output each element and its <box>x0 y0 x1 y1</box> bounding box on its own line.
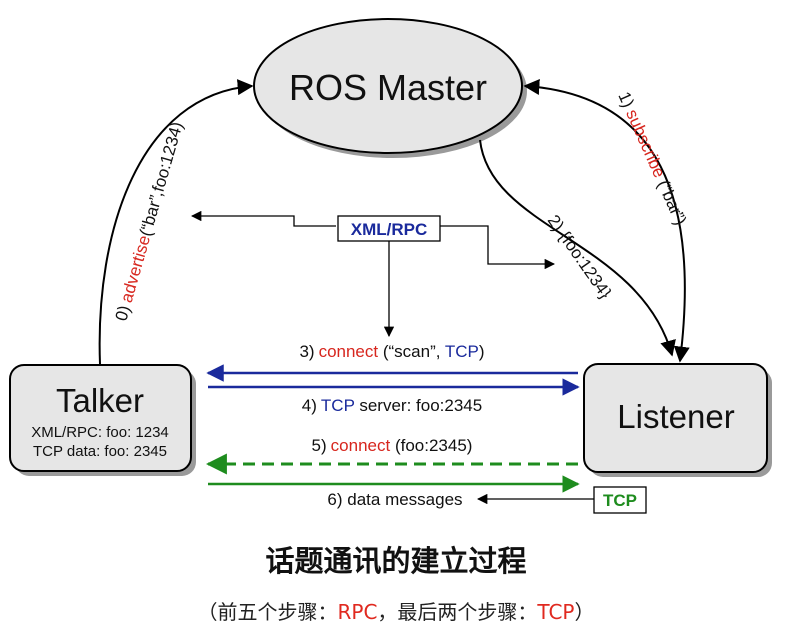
talker-node: Talker XML/RPC: foo: 1234 TCP data: foo:… <box>9 364 196 476</box>
data-messages-label: 6) data messages <box>327 490 462 509</box>
tcp-box-label: TCP <box>603 491 637 510</box>
listener-label: Listener <box>617 398 734 435</box>
diagram-title: 话题通讯的建立过程 <box>265 544 527 578</box>
talker-xmlrpc-port: XML/RPC: foo: 1234 <box>31 424 169 441</box>
reply-label: 2) {foo:1234} <box>544 211 616 302</box>
master-label: ROS Master <box>289 67 487 108</box>
subscribe-arrow <box>523 78 690 363</box>
talker-label: Talker <box>56 382 144 419</box>
ros-topic-diagram: ROS Master Talker XML/RPC: foo: 1234 TCP… <box>9 18 772 514</box>
tcp-server-label: 4)TCP server: foo:2345 <box>302 396 482 415</box>
subscribe-label: 1)subscribe (“bar”) <box>614 89 690 228</box>
tcp-box: TCP <box>593 486 647 514</box>
xmlrpc-box: XML/RPC <box>337 215 441 242</box>
advertise-arrow <box>98 79 254 365</box>
listener-node: Listener <box>583 363 772 477</box>
xmlrpc-connectors <box>190 210 556 338</box>
ros-master-node: ROS Master <box>253 18 527 158</box>
talker-tcp-port: TCP data: foo: 2345 <box>33 443 167 460</box>
connect-tcp-label: 5)connect (foo:2345) <box>312 436 473 455</box>
connect-rpc-label: 3)connect (“scan”, TCP) <box>299 342 484 361</box>
reply-arrow <box>479 139 676 357</box>
xmlrpc-box-label: XML/RPC <box>351 220 428 239</box>
diagram-subtitle: （前五个步骤：RPC，最后两个步骤：TCP） <box>197 600 595 624</box>
